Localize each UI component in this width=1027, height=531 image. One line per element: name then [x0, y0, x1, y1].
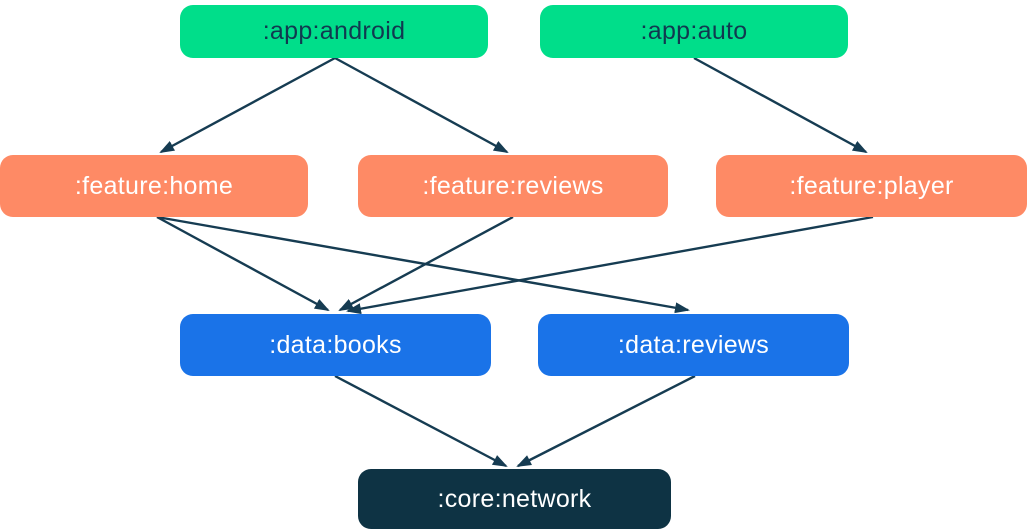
- node-data-reviews: :data:reviews: [538, 314, 849, 376]
- edge-app-android-to-feature-reviews: [334, 56, 509, 154]
- edge-feature-home-to-data-books: [156, 215, 330, 312]
- edge-app-auto-to-feature-player: [693, 56, 868, 154]
- edge-feature-home-to-data-reviews: [156, 215, 690, 314]
- edge-app-android-to-feature-home: [159, 56, 336, 154]
- node-data-books: :data:books: [180, 314, 491, 376]
- node-core-network: :core:network: [358, 469, 671, 529]
- edge-data-reviews-to-core-network: [516, 374, 696, 468]
- node-feature-reviews: :feature:reviews: [358, 155, 668, 217]
- node-feature-home: :feature:home: [0, 155, 308, 217]
- node-feature-player: :feature:player: [716, 155, 1027, 217]
- node-app-android: :app:android: [180, 5, 488, 58]
- edge-feature-player-to-data-books: [346, 215, 874, 315]
- edge-data-books-to-core-network: [334, 374, 508, 468]
- edge-feature-reviews-to-data-books: [338, 215, 514, 312]
- node-app-auto: :app:auto: [540, 5, 848, 58]
